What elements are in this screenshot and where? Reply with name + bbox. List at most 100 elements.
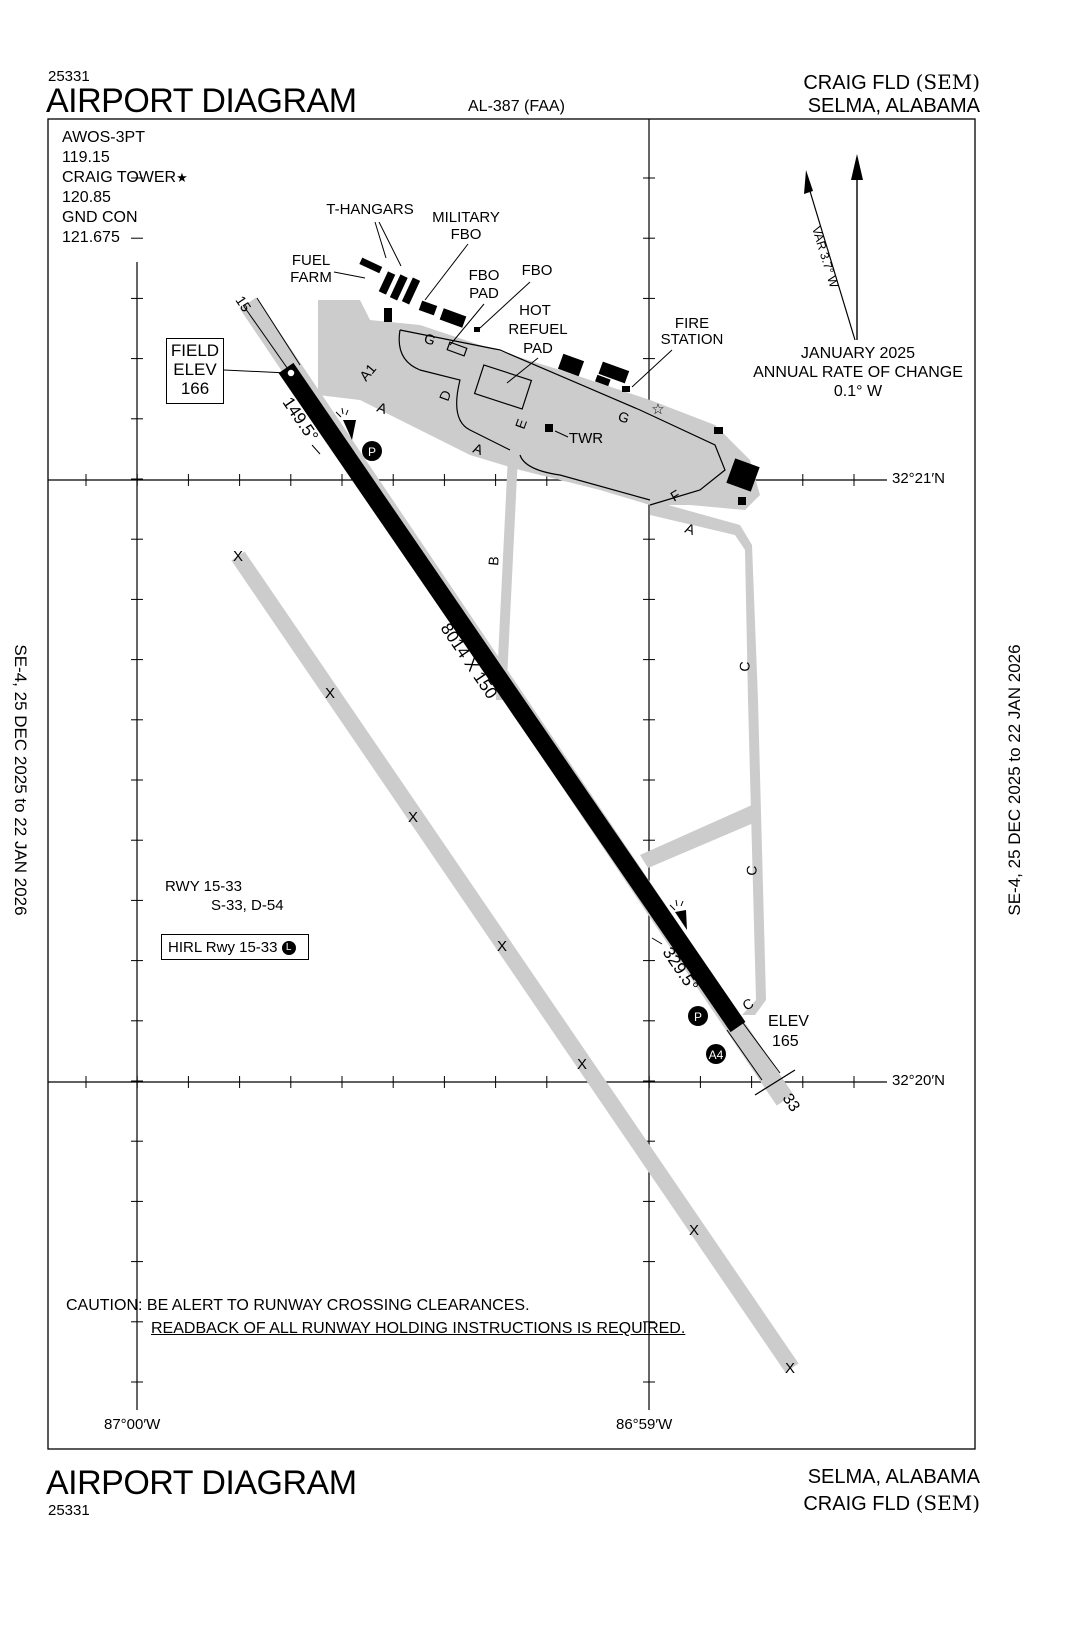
closed-marker-4: X — [577, 1056, 587, 1073]
hangar-3 — [595, 374, 611, 387]
title-bottom: AIRPORT DIAGRAM — [46, 1464, 357, 1502]
tower-label: TWR — [569, 430, 603, 447]
leader-t-hangars-2 — [378, 221, 402, 267]
closed-marker-0: X — [233, 548, 243, 565]
feature-labels: T-HANGARS MILITARY FBO FUEL FARM FBO PAD… — [290, 201, 723, 447]
closed-marker-5: X — [689, 1222, 699, 1239]
hangar-east — [726, 458, 760, 492]
tower-freq: 120.85 — [62, 189, 111, 206]
heading-33-arrow — [651, 937, 663, 945]
leader-tower — [554, 430, 569, 438]
airport-name-top: CRAIG FLD (SEM) — [803, 70, 980, 95]
fuel-farm-label-2: FARM — [290, 269, 332, 286]
rwy-strength: S-33, D-54 — [211, 897, 284, 914]
closed-marker-6: X — [785, 1360, 795, 1377]
hot-refuel-label-3: PAD — [523, 340, 553, 357]
hotspot-icon: A4 — [706, 1044, 726, 1064]
magnetic-rate-value: 0.1° W — [833, 383, 883, 400]
field-elev-line2: ELEV — [173, 360, 217, 379]
leader-fire-station — [631, 349, 673, 388]
fire-station-label-2: STATION — [661, 331, 724, 348]
caution-line1: CAUTION: BE ALERT TO RUNWAY CROSSING CLE… — [66, 1297, 530, 1314]
city-state-bottom: SELMA, ALABAMA — [807, 1466, 980, 1488]
frequency-block: AWOS-3PT 119.15 CRAIG TOWER★ 120.85 GND … — [62, 128, 188, 248]
north-arrow-icon — [851, 154, 863, 340]
closed-marker-3: X — [497, 938, 507, 955]
taxiway-label-c2: C — [743, 865, 760, 876]
chart-id-bottom: 25331 — [48, 1502, 90, 1519]
city-state-top: SELMA, ALABAMA — [807, 95, 980, 117]
procedure-id: AL-387 (FAA) — [468, 98, 565, 115]
military-fbo-label-2: FBO — [451, 226, 482, 243]
small-building-2 — [738, 497, 746, 505]
fbo-pad-label-2: PAD — [469, 285, 499, 302]
field-elev-line1: FIELD — [170, 341, 220, 360]
fire-station-label-1: FIRE — [675, 315, 709, 332]
small-building — [714, 427, 723, 434]
t-hangar-4 — [401, 277, 421, 305]
hot-refuel-pad-outline — [473, 364, 533, 410]
closed-marker-1: X — [325, 685, 335, 702]
buildings — [359, 257, 760, 505]
chart-id-top: 25331 — [48, 68, 90, 85]
lighting-symbol-icon: L — [281, 941, 296, 956]
overrun-north — [242, 297, 301, 373]
parking-icon-south: P — [688, 1006, 708, 1026]
apron — [318, 300, 760, 510]
parking-label-south: P — [694, 1010, 702, 1024]
taxiway-label-c1: C — [736, 661, 753, 672]
leader-t-hangars-1 — [374, 221, 387, 259]
star-icon: ★ — [176, 170, 188, 185]
rwy-label: RWY 15-33 — [165, 878, 242, 895]
leader-fuel-farm — [333, 271, 366, 279]
taxiway-b — [496, 455, 518, 700]
runway-15-33 — [223, 297, 796, 1106]
longitude-left: 87°00′W — [104, 1416, 161, 1433]
leader-military-fbo — [424, 243, 469, 301]
hangar-1 — [557, 353, 585, 377]
airport-name: CRAIG FLD — [803, 1493, 911, 1515]
tower-building — [545, 424, 553, 432]
taxiway-label-b: B — [485, 556, 502, 567]
caution-line2: READBACK OF ALL RUNWAY HOLDING INSTRUCTI… — [151, 1320, 686, 1337]
runway-info: RWY 15-33 S-33, D-54 — [165, 877, 284, 915]
taxiway-label-g1: G — [422, 330, 438, 349]
caution-note: CAUTION: BE ALERT TO RUNWAY CROSSING CLE… — [66, 1294, 685, 1340]
parking-label-north: P — [368, 445, 376, 459]
taxiway-a-line — [519, 454, 651, 501]
lighting-box: HIRL Rwy 15-33 L — [161, 934, 309, 960]
fire-station-building — [622, 386, 630, 392]
taxiway-d-line — [398, 329, 511, 451]
overrun-south — [726, 1022, 781, 1081]
parking-icon-north: P — [362, 441, 382, 461]
fuel-farm-label-1: FUEL — [292, 252, 330, 269]
lighting-text: HIRL Rwy 15-33 — [168, 939, 278, 956]
closed-runway-markers: X X X X X X X — [233, 548, 795, 1377]
airport-ident: (SEM) — [915, 1491, 980, 1515]
magnetic-variation: VAR 3.7° W — [809, 225, 841, 290]
closed-runway — [231, 551, 799, 1373]
leader-fbo — [479, 281, 531, 329]
title-top: AIRPORT DIAGRAM — [46, 82, 357, 120]
leader-lines — [333, 221, 673, 438]
taxiway-label-g2: G — [616, 408, 632, 427]
fbo-building — [474, 327, 480, 332]
closed-marker-2: X — [408, 809, 418, 826]
latitude-top: 32°21′N — [890, 470, 948, 487]
field-elev-box: FIELD ELEV 166 — [166, 338, 224, 404]
hangar-2 — [598, 361, 630, 384]
magnetic-north-arrow-icon — [804, 170, 856, 341]
field-elev-value: 166 — [180, 379, 210, 398]
chart-frame — [47, 118, 976, 1450]
t-hangar-2 — [378, 271, 396, 295]
elev-33-value: 165 — [772, 1033, 799, 1050]
airport-name-bottom: CRAIG FLD (SEM) — [803, 1491, 980, 1516]
gnd-freq: 121.675 — [62, 229, 120, 246]
military-fbo-hangar — [439, 308, 467, 328]
longitude-right: 86°59′W — [616, 1416, 673, 1433]
fbo-pad-label-1: FBO — [469, 267, 500, 284]
heading-15-arrow — [311, 444, 321, 455]
awos-label: AWOS-3PT — [62, 129, 145, 146]
beacon-icon: ☆ — [651, 401, 664, 418]
